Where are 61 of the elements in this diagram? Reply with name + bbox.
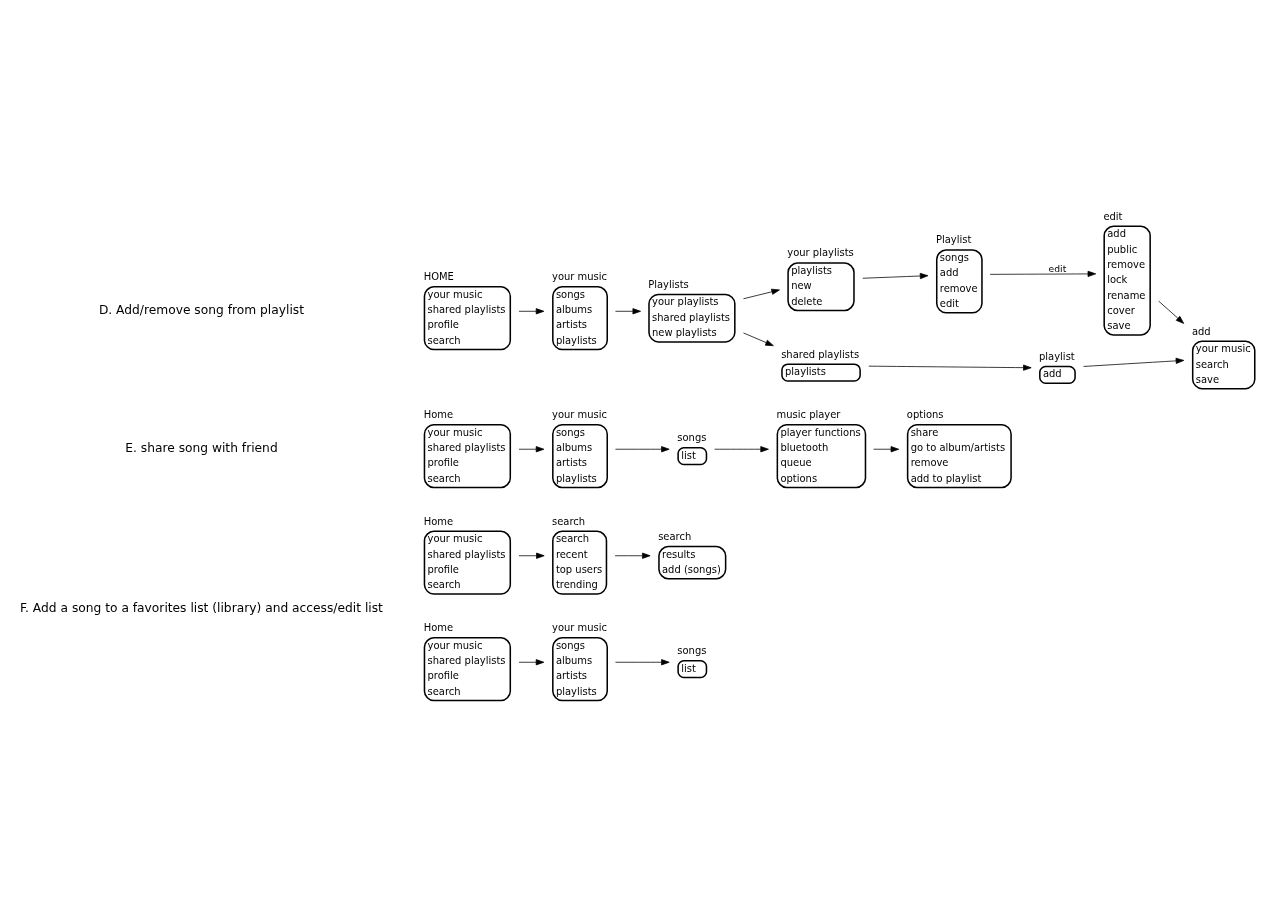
edge-label: edit <box>1048 262 1067 274</box>
node-label: add <box>1191 325 1211 337</box>
arrow <box>518 552 545 559</box>
node-box: search recent top users trending <box>552 530 608 595</box>
node-label: your music <box>552 622 608 634</box>
node-label: Home <box>423 409 454 421</box>
node-box: songs albums artists playlists <box>552 286 608 351</box>
arrow <box>989 270 1097 277</box>
node-label: songs <box>677 645 707 657</box>
node-label: your playlists <box>787 247 854 259</box>
arrow <box>1158 300 1185 324</box>
node-box: player functions bluetooth queue options <box>776 423 867 489</box>
node-box: your music shared playlists profile search <box>423 530 512 595</box>
arrow <box>615 446 670 453</box>
node-label: music player <box>776 409 841 421</box>
node-box: songs albums artists playlists <box>552 423 608 489</box>
node-label: Playlist <box>935 234 972 246</box>
node-box: songs add remove edit <box>936 249 983 314</box>
node-label: your music <box>552 409 608 421</box>
node-box: playlists <box>781 363 861 382</box>
arrow <box>862 272 929 280</box>
arrow <box>615 308 641 315</box>
arrow <box>714 446 769 453</box>
node-box: results add (songs) <box>658 545 727 580</box>
node-label: your music <box>552 271 608 283</box>
arrow <box>615 659 670 666</box>
node-label: Home <box>423 622 454 634</box>
node-label: edit <box>1103 210 1123 222</box>
arrow <box>873 446 900 453</box>
node-box: your music shared playlists profile search <box>423 636 512 702</box>
node-label: shared playlists <box>781 348 860 360</box>
arrow <box>868 364 1032 371</box>
node-label: options <box>906 409 944 421</box>
arrow <box>614 552 651 559</box>
node-box: add <box>1039 365 1076 385</box>
node-box: songs albums artists playlists <box>552 636 608 702</box>
arrow <box>1083 357 1185 367</box>
arrow <box>518 659 545 666</box>
arrow <box>743 288 780 300</box>
node-box: playlists new delete <box>787 262 855 312</box>
arrow <box>518 308 545 315</box>
node-label: HOME <box>423 271 454 283</box>
node-box: share go to album/artists remove add to playlist <box>906 423 1012 489</box>
node-label: songs <box>677 432 707 444</box>
node-label: search <box>658 530 692 542</box>
node-box: add public remove lock rename cover save <box>1103 225 1151 336</box>
node-box: your music search save <box>1191 340 1256 390</box>
label: F. Add a song to a favorites list (library) and access/edit list <box>20 600 383 615</box>
arrow <box>743 332 774 347</box>
node-box: your music shared playlists profile search <box>423 286 512 351</box>
label: E. share song with friend <box>125 441 278 456</box>
node-box: list <box>677 446 708 466</box>
node-box: list <box>677 659 708 679</box>
node-label: Playlists <box>648 278 689 290</box>
node-box: your playlists shared playlists new playlists <box>648 293 736 343</box>
node-box: your music shared playlists profile search <box>423 423 512 489</box>
arrow <box>518 446 545 453</box>
node-label: Home <box>423 515 454 527</box>
node-label: search <box>552 515 586 527</box>
node-label: playlist <box>1039 350 1075 362</box>
label: D. Add/remove song from playlist <box>98 303 305 318</box>
